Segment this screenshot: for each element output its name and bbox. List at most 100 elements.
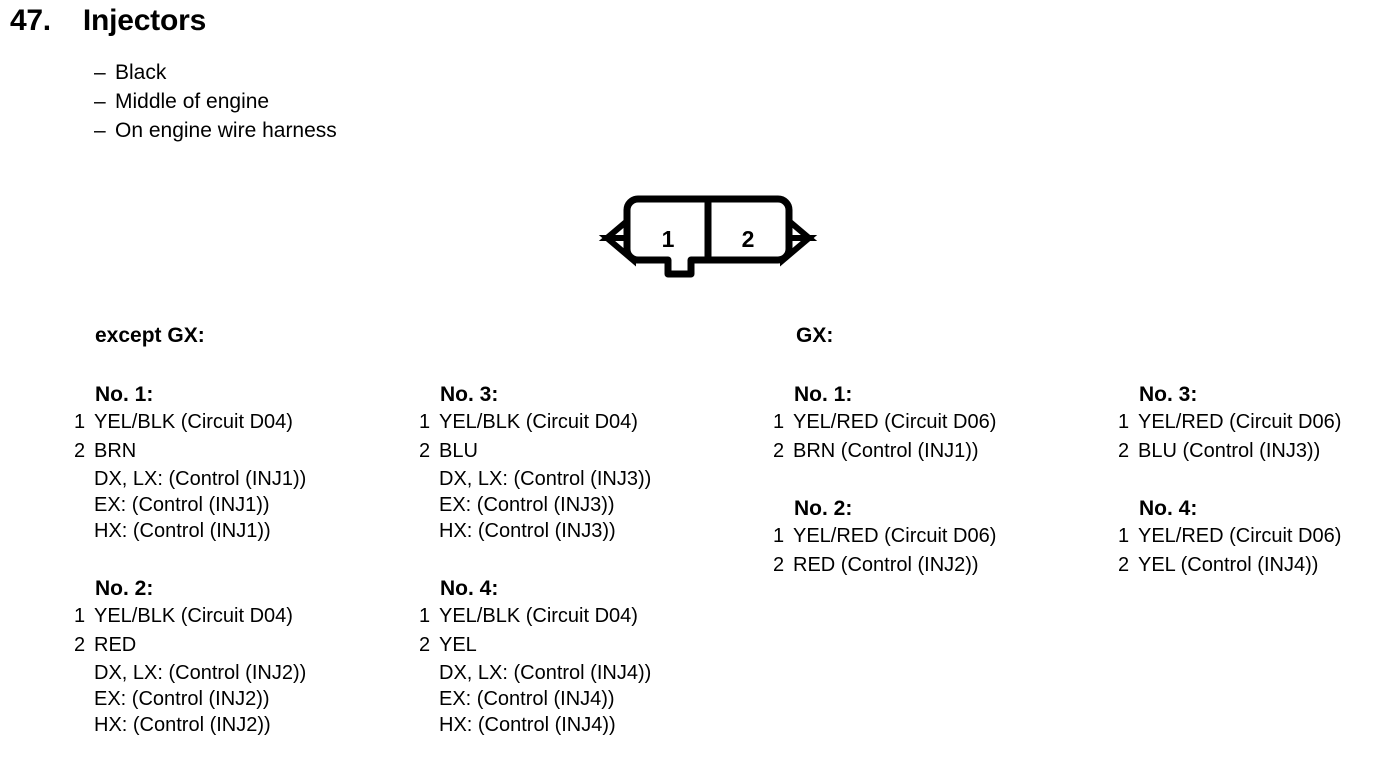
pin-detail: EX: (Control (INJ1)) <box>94 494 270 516</box>
group-spacer <box>419 544 759 576</box>
injector-group-no-4: No. 4: 1 YEL/BLK (Circuit D04) 2 YEL DX,… <box>419 576 759 738</box>
pin-row: 1 YEL/BLK (Circuit D04) <box>419 602 759 631</box>
dash-icon: – <box>94 61 106 84</box>
injector-group-gx-no-2: No. 2: 1 YEL/RED (Circuit D06) 2 RED (Co… <box>773 496 1103 580</box>
pin-row: 1 YEL/BLK (Circuit D04) <box>74 602 414 631</box>
pin-description: BLU <box>439 440 478 462</box>
pin-description: YEL/BLK (Circuit D04) <box>94 411 293 433</box>
pinout-column-4: No. 3: 1 YEL/RED (Circuit D06) 2 BLU (Co… <box>1118 382 1392 580</box>
pinout-column-1: No. 1: 1 YEL/BLK (Circuit D04) 2 BRN DX,… <box>74 382 414 738</box>
pin-detail: HX: (Control (INJ1)) <box>94 520 271 542</box>
pin-description: YEL/BLK (Circuit D04) <box>94 605 293 627</box>
injector-group-no-1: No. 1: 1 YEL/BLK (Circuit D04) 2 BRN DX,… <box>74 382 414 544</box>
pin-number: 1 <box>419 411 431 433</box>
pin-number: 2 <box>1118 554 1130 576</box>
pin-number: 2 <box>419 634 431 656</box>
pin-description: YEL <box>439 634 477 656</box>
page-title: 47. Injectors <box>10 4 206 38</box>
group-heading: No. 4: <box>1139 497 1198 520</box>
pin-description: YEL (Control (INJ4)) <box>1138 554 1319 576</box>
pinout-column-2: No. 3: 1 YEL/BLK (Circuit D04) 2 BLU DX,… <box>419 382 759 738</box>
pin-detail: EX: (Control (INJ4)) <box>439 688 615 710</box>
pin-row: 2 RED <box>74 631 414 660</box>
pin-description: RED (Control (INJ2)) <box>793 554 979 576</box>
pin-detail-row: DX, LX: (Control (INJ4)) <box>419 660 759 686</box>
pin-row: 1 YEL/RED (Circuit D06) <box>773 408 1103 437</box>
pin-detail-row: DX, LX: (Control (INJ2)) <box>74 660 414 686</box>
pin-detail-row: EX: (Control (INJ2)) <box>74 686 414 712</box>
injector-group-gx-no-1: No. 1: 1 YEL/RED (Circuit D06) 2 BRN (Co… <box>773 382 1103 466</box>
pin-number: 1 <box>74 411 86 433</box>
pin-description: YEL/RED (Circuit D06) <box>793 411 997 433</box>
group-heading: No. 1: <box>95 383 154 406</box>
group-spacer <box>1118 466 1392 496</box>
pin-detail: HX: (Control (INJ3)) <box>439 520 616 542</box>
pin-number: 1 <box>1118 411 1130 433</box>
pin-number: 1 <box>74 605 86 627</box>
section-heading-except-gx: except GX: <box>95 324 205 347</box>
pin-description: BRN (Control (INJ1)) <box>793 440 979 462</box>
pinout-column-3: No. 1: 1 YEL/RED (Circuit D06) 2 BRN (Co… <box>773 382 1103 580</box>
group-heading: No. 4: <box>440 577 499 600</box>
pin-detail: DX, LX: (Control (INJ3)) <box>439 468 652 490</box>
pin-row: 1 YEL/RED (Circuit D06) <box>1118 522 1392 551</box>
pin-description: BRN <box>94 440 137 462</box>
pin-detail: DX, LX: (Control (INJ4)) <box>439 662 652 684</box>
list-item-label: Middle of engine <box>115 90 270 113</box>
group-heading: No. 1: <box>794 383 853 406</box>
pin-number: 1 <box>419 605 431 627</box>
pin-number: 2 <box>419 440 431 462</box>
pin-detail-row: EX: (Control (INJ1)) <box>74 492 414 518</box>
pin-detail-row: HX: (Control (INJ3)) <box>419 518 759 544</box>
pin-detail: HX: (Control (INJ4)) <box>439 714 616 736</box>
connector-pin-number-2: 2 <box>742 226 755 252</box>
pin-number: 2 <box>74 440 86 462</box>
pin-description: YEL/RED (Circuit D06) <box>1138 525 1342 547</box>
pin-number: 1 <box>773 525 785 547</box>
pin-number: 2 <box>773 440 785 462</box>
pin-row: 2 RED (Control (INJ2)) <box>773 551 1103 580</box>
pin-detail-row: HX: (Control (INJ2)) <box>74 712 414 738</box>
group-heading: No. 3: <box>440 383 499 406</box>
pin-detail: HX: (Control (INJ2)) <box>94 714 271 736</box>
pin-detail: EX: (Control (INJ3)) <box>439 494 615 516</box>
pin-number: 2 <box>1118 440 1130 462</box>
pin-detail-row: EX: (Control (INJ3)) <box>419 492 759 518</box>
pin-row: 1 YEL/BLK (Circuit D04) <box>419 408 759 437</box>
pin-row: 2 BRN <box>74 437 414 466</box>
section-title: Injectors <box>82 4 207 37</box>
pin-detail-row: HX: (Control (INJ4)) <box>419 712 759 738</box>
pin-row: 2 BLU <box>419 437 759 466</box>
list-item-label: On engine wire harness <box>115 119 337 142</box>
pin-description: RED <box>94 634 137 656</box>
pin-detail-row: DX, LX: (Control (INJ1)) <box>74 466 414 492</box>
pin-number: 2 <box>74 634 86 656</box>
pin-detail: EX: (Control (INJ2)) <box>94 688 270 710</box>
group-heading: No. 2: <box>95 577 154 600</box>
connector-pinout-diagram: 1 2 <box>598 186 818 290</box>
pin-number: 1 <box>1118 525 1130 547</box>
group-spacer <box>74 544 414 576</box>
pin-description: YEL/RED (Circuit D06) <box>1138 411 1342 433</box>
injector-group-no-2: No. 2: 1 YEL/BLK (Circuit D04) 2 RED DX,… <box>74 576 414 738</box>
pin-row: 1 YEL/BLK (Circuit D04) <box>74 408 414 437</box>
pin-description: YEL/RED (Circuit D06) <box>793 525 997 547</box>
injector-group-gx-no-3: No. 3: 1 YEL/RED (Circuit D06) 2 BLU (Co… <box>1118 382 1392 466</box>
connector-pin-number-1: 1 <box>662 226 675 252</box>
group-heading: No. 2: <box>794 497 853 520</box>
pin-number: 2 <box>773 554 785 576</box>
dash-icon: – <box>94 119 106 142</box>
section-number: 47. <box>10 4 51 37</box>
pin-row: 2 YEL (Control (INJ4)) <box>1118 551 1392 580</box>
pin-detail: DX, LX: (Control (INJ2)) <box>94 662 307 684</box>
group-spacer <box>773 466 1103 496</box>
pin-detail-row: DX, LX: (Control (INJ3)) <box>419 466 759 492</box>
pin-row: 1 YEL/RED (Circuit D06) <box>1118 408 1392 437</box>
pin-row: 2 BRN (Control (INJ1)) <box>773 437 1103 466</box>
pin-number: 1 <box>773 411 785 433</box>
dash-icon: – <box>94 90 106 113</box>
injector-group-no-3: No. 3: 1 YEL/BLK (Circuit D04) 2 BLU DX,… <box>419 382 759 544</box>
pin-detail-row: EX: (Control (INJ4)) <box>419 686 759 712</box>
list-item-label: Black <box>115 61 167 84</box>
pin-detail: DX, LX: (Control (INJ1)) <box>94 468 307 490</box>
